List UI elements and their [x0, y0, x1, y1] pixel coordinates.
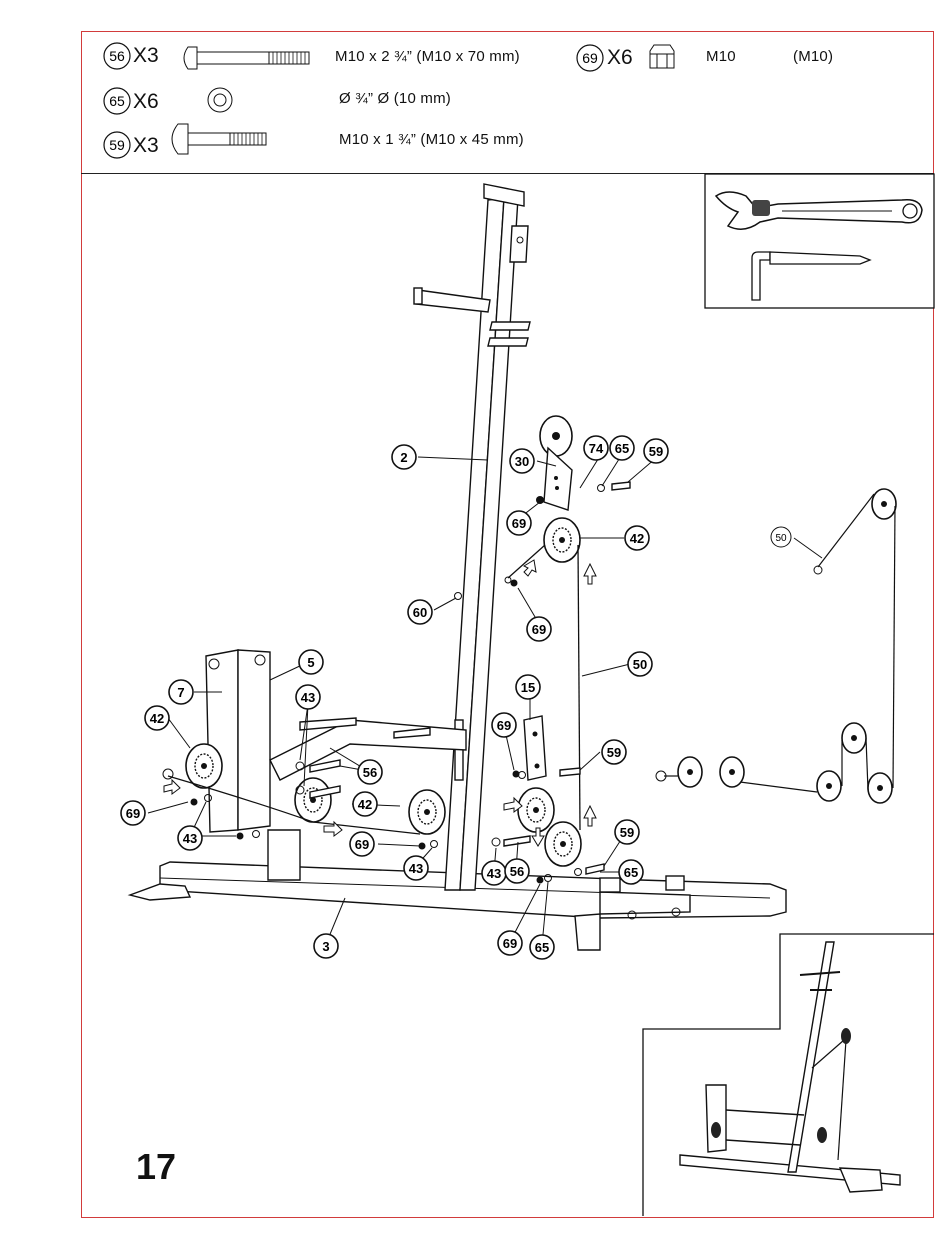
nut-icon — [650, 45, 674, 68]
pulley-42-upper — [544, 518, 580, 562]
svg-text:56: 56 — [109, 48, 125, 64]
pulley-lower-right-a — [518, 788, 554, 832]
svg-text:65: 65 — [109, 93, 125, 109]
svg-text:74: 74 — [589, 441, 604, 456]
callout-59-top: 59 — [644, 439, 668, 463]
svg-text:30: 30 — [515, 454, 529, 469]
callout-43-top: 43 — [296, 685, 320, 709]
svg-text:59: 59 — [649, 444, 663, 459]
svg-text:59: 59 — [607, 745, 621, 760]
callout-42-upper: 42 — [625, 526, 649, 550]
svg-text:43: 43 — [409, 861, 423, 876]
pulley-42-center — [409, 790, 445, 834]
svg-text:59: 59 — [109, 137, 125, 153]
bolt-short-icon — [172, 124, 266, 154]
callout-50-routing: 50 — [771, 527, 791, 547]
svg-text:15: 15 — [521, 680, 535, 695]
bolt-long-icon — [184, 47, 309, 69]
svg-text:7: 7 — [177, 685, 184, 700]
svg-text:69: 69 — [355, 837, 369, 852]
callout-30: 30 — [510, 449, 534, 473]
svg-text:60: 60 — [413, 605, 427, 620]
svg-text:69: 69 — [532, 622, 546, 637]
callout-59-mid: 59 — [602, 740, 626, 764]
hardware-id-circle-56: 56 — [104, 43, 130, 69]
svg-text:69: 69 — [126, 806, 140, 821]
svg-text:50: 50 — [775, 533, 787, 544]
svg-text:65: 65 — [624, 865, 638, 880]
callout-69-bottom: 69 — [498, 931, 522, 955]
hardware-id-circle-69: 69 — [577, 45, 603, 71]
inset-machine-drawing — [680, 942, 900, 1192]
callout-60: 60 — [408, 600, 432, 624]
svg-text:3: 3 — [322, 939, 329, 954]
callout-69-left: 69 — [121, 801, 145, 825]
callout-42-center: 42 — [353, 792, 377, 816]
svg-text:65: 65 — [615, 441, 629, 456]
callout-15: 15 — [516, 675, 540, 699]
main-upright — [414, 184, 530, 890]
svg-text:43: 43 — [487, 866, 501, 881]
pulley-bracket-15 — [524, 716, 546, 780]
svg-text:69: 69 — [582, 50, 598, 66]
callout-69-bracket: 69 — [492, 713, 516, 737]
svg-text:65: 65 — [535, 940, 549, 955]
callout-56-right: 56 — [505, 859, 529, 883]
svg-text:43: 43 — [183, 831, 197, 846]
callout-43-right: 43 — [482, 861, 506, 885]
callout-2: 2 — [392, 445, 416, 469]
pulley-42-left — [186, 744, 222, 788]
svg-text:42: 42 — [358, 797, 372, 812]
svg-text:56: 56 — [363, 765, 377, 780]
callout-3: 3 — [314, 934, 338, 958]
callout-50-cable: 50 — [628, 652, 652, 676]
svg-text:5: 5 — [307, 655, 314, 670]
callout-56-left: 56 — [358, 760, 382, 784]
svg-text:59: 59 — [620, 825, 634, 840]
svg-text:42: 42 — [630, 531, 644, 546]
callout-69-top: 69 — [507, 511, 531, 535]
svg-text:69: 69 — [512, 516, 526, 531]
callout-69-center: 69 — [350, 832, 374, 856]
hardware-id-circle-59: 59 — [104, 132, 130, 158]
callout-7: 7 — [169, 680, 193, 704]
svg-text:69: 69 — [503, 936, 517, 951]
callout-65-bottom: 65 — [530, 935, 554, 959]
callout-43-center: 43 — [404, 856, 428, 880]
svg-text:69: 69 — [497, 718, 511, 733]
svg-text:2: 2 — [400, 450, 407, 465]
washer-icon — [208, 88, 232, 112]
pulley-lower-right-b — [545, 822, 581, 866]
callout-74: 74 — [584, 436, 608, 460]
callout-59-bottom: 59 — [615, 820, 639, 844]
svg-text:42: 42 — [150, 711, 164, 726]
hardware-id-circle-65: 65 — [104, 88, 130, 114]
svg-text:50: 50 — [633, 657, 647, 672]
svg-text:43: 43 — [301, 690, 315, 705]
callout-5: 5 — [299, 650, 323, 674]
callout-65-bottom-right: 65 — [619, 860, 643, 884]
callout-42-left: 42 — [145, 706, 169, 730]
callout-65-top: 65 — [610, 436, 634, 460]
callout-69-mid: 69 — [527, 617, 551, 641]
pulley-42-center-left — [295, 778, 331, 822]
callout-43-left: 43 — [178, 826, 202, 850]
svg-text:56: 56 — [510, 864, 524, 879]
